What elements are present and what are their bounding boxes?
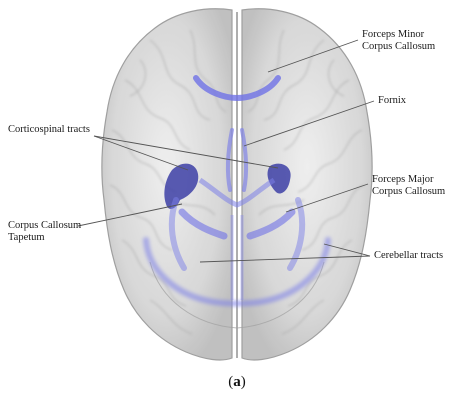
gyri-texture bbox=[109, 29, 365, 335]
right-hemisphere bbox=[241, 8, 373, 361]
leader-corticospinal-b bbox=[93, 135, 279, 169]
label-fornix: Fornix bbox=[378, 95, 407, 106]
label-tapetum-line2: Tapetum bbox=[8, 232, 45, 243]
leader-forceps-major bbox=[285, 183, 369, 213]
caption-close-paren: ) bbox=[240, 374, 246, 390]
tapetum-tract bbox=[168, 197, 306, 271]
leader-cerebellar-b bbox=[199, 255, 371, 263]
caption-letter: a bbox=[233, 374, 241, 390]
brainstem-fibers bbox=[230, 215, 244, 300]
leader-lines bbox=[77, 39, 375, 263]
label-forceps-major-line1: Forceps Major bbox=[372, 174, 434, 185]
label-tapetum-line1: Corpus Callosum bbox=[8, 220, 82, 231]
leader-forceps-minor bbox=[267, 39, 359, 73]
label-forceps-minor-line2: Corpus Callosum bbox=[362, 41, 436, 52]
fornix-tract bbox=[225, 128, 249, 192]
figure-caption: (a) bbox=[0, 374, 474, 391]
forceps-minor-tract bbox=[193, 75, 281, 102]
leader-fornix bbox=[243, 100, 375, 147]
forceps-major-tract bbox=[178, 208, 296, 240]
caption-open-paren: ( bbox=[228, 374, 234, 390]
leader-tapetum bbox=[77, 203, 183, 227]
leader-cerebellar-a bbox=[323, 243, 371, 257]
tracts bbox=[143, 75, 331, 307]
cerebellar-tract bbox=[143, 237, 331, 307]
corticospinal-left bbox=[164, 163, 199, 209]
label-corticospinal: Corticospinal tracts bbox=[8, 124, 90, 135]
label-cerebellar: Cerebellar tracts bbox=[374, 250, 444, 261]
central-fibers bbox=[198, 177, 276, 208]
corticospinal-right bbox=[267, 163, 291, 194]
label-forceps-minor-line1: Forceps Minor bbox=[362, 29, 425, 40]
leader-corticospinal-a bbox=[93, 135, 189, 171]
label-forceps-major-line2: Corpus Callosum bbox=[372, 186, 446, 197]
cerebellum-outline bbox=[149, 261, 325, 329]
